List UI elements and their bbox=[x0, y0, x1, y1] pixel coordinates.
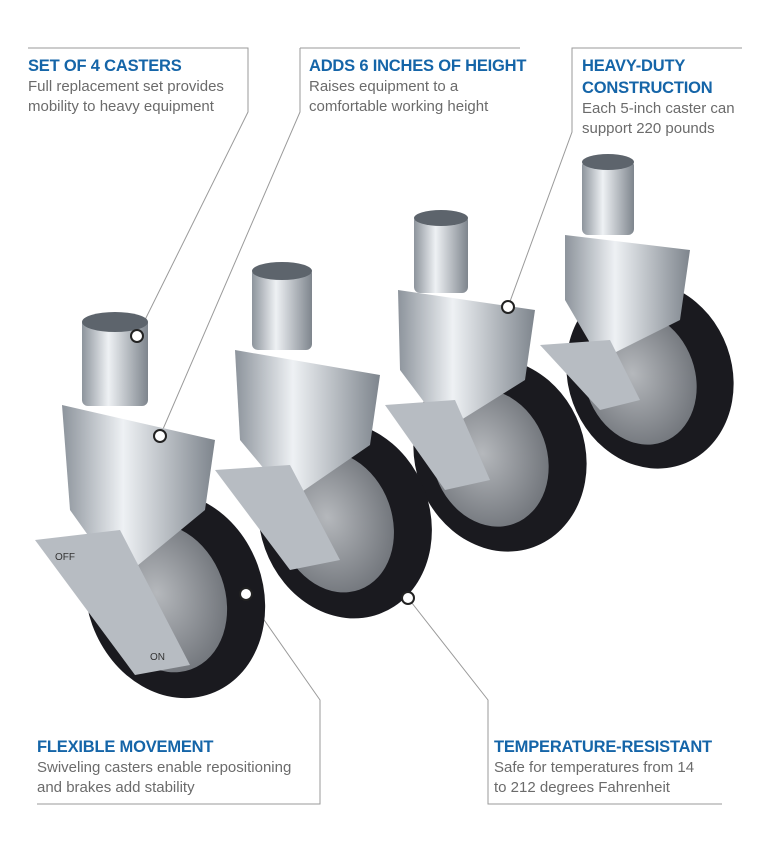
callout-title: ADDS 6 INCHES OF HEIGHT bbox=[309, 57, 527, 75]
callout-dot bbox=[239, 587, 253, 601]
callout-title: FLEXIBLE MOVEMENT bbox=[37, 738, 214, 756]
caster-4 bbox=[540, 154, 734, 469]
callout-lines bbox=[28, 47, 742, 805]
callout-dot bbox=[401, 591, 415, 605]
callout-dot bbox=[130, 329, 144, 343]
callout-temperature: TEMPERATURE-RESISTANT Safe for temperatu… bbox=[494, 736, 712, 798]
callout-text: comfortable working height bbox=[309, 98, 489, 115]
brake-on-label: ON bbox=[150, 652, 165, 663]
callout-text: Each 5-inch caster can bbox=[582, 100, 735, 117]
callout-title: CONSTRUCTION bbox=[582, 79, 713, 97]
callout-title: HEAVY-DUTY bbox=[582, 57, 686, 75]
callout-text: and brakes add stability bbox=[37, 779, 195, 796]
caster-3 bbox=[385, 210, 587, 552]
callout-set-of-4: SET OF 4 CASTERS Full replacement set pr… bbox=[28, 55, 224, 117]
callout-text: Full replacement set provides bbox=[28, 78, 224, 95]
callout-height: ADDS 6 INCHES OF HEIGHT Raises equipment… bbox=[309, 55, 526, 117]
callout-text: Safe for temperatures from 14 bbox=[494, 759, 695, 776]
callout-dot bbox=[501, 300, 515, 314]
callout-text: Raises equipment to a bbox=[309, 78, 459, 95]
callout-heavy-duty: HEAVY-DUTY CONSTRUCTION Each 5-inch cast… bbox=[582, 55, 735, 139]
brake-off-label: OFF bbox=[55, 552, 75, 563]
callout-title: TEMPERATURE-RESISTANT bbox=[494, 738, 712, 756]
callout-title: SET OF 4 CASTERS bbox=[28, 57, 182, 75]
callout-flexible: FLEXIBLE MOVEMENT Swiveling casters enab… bbox=[37, 736, 291, 798]
caster-2 bbox=[215, 262, 432, 619]
callout-text: mobility to heavy equipment bbox=[28, 98, 214, 115]
callout-text: Swiveling casters enable repositioning bbox=[37, 759, 292, 776]
callout-dots bbox=[130, 300, 515, 605]
callout-text: to 212 degrees Fahrenheit bbox=[494, 779, 670, 796]
callout-dot bbox=[153, 429, 167, 443]
callout-text: support 220 pounds bbox=[582, 120, 715, 137]
